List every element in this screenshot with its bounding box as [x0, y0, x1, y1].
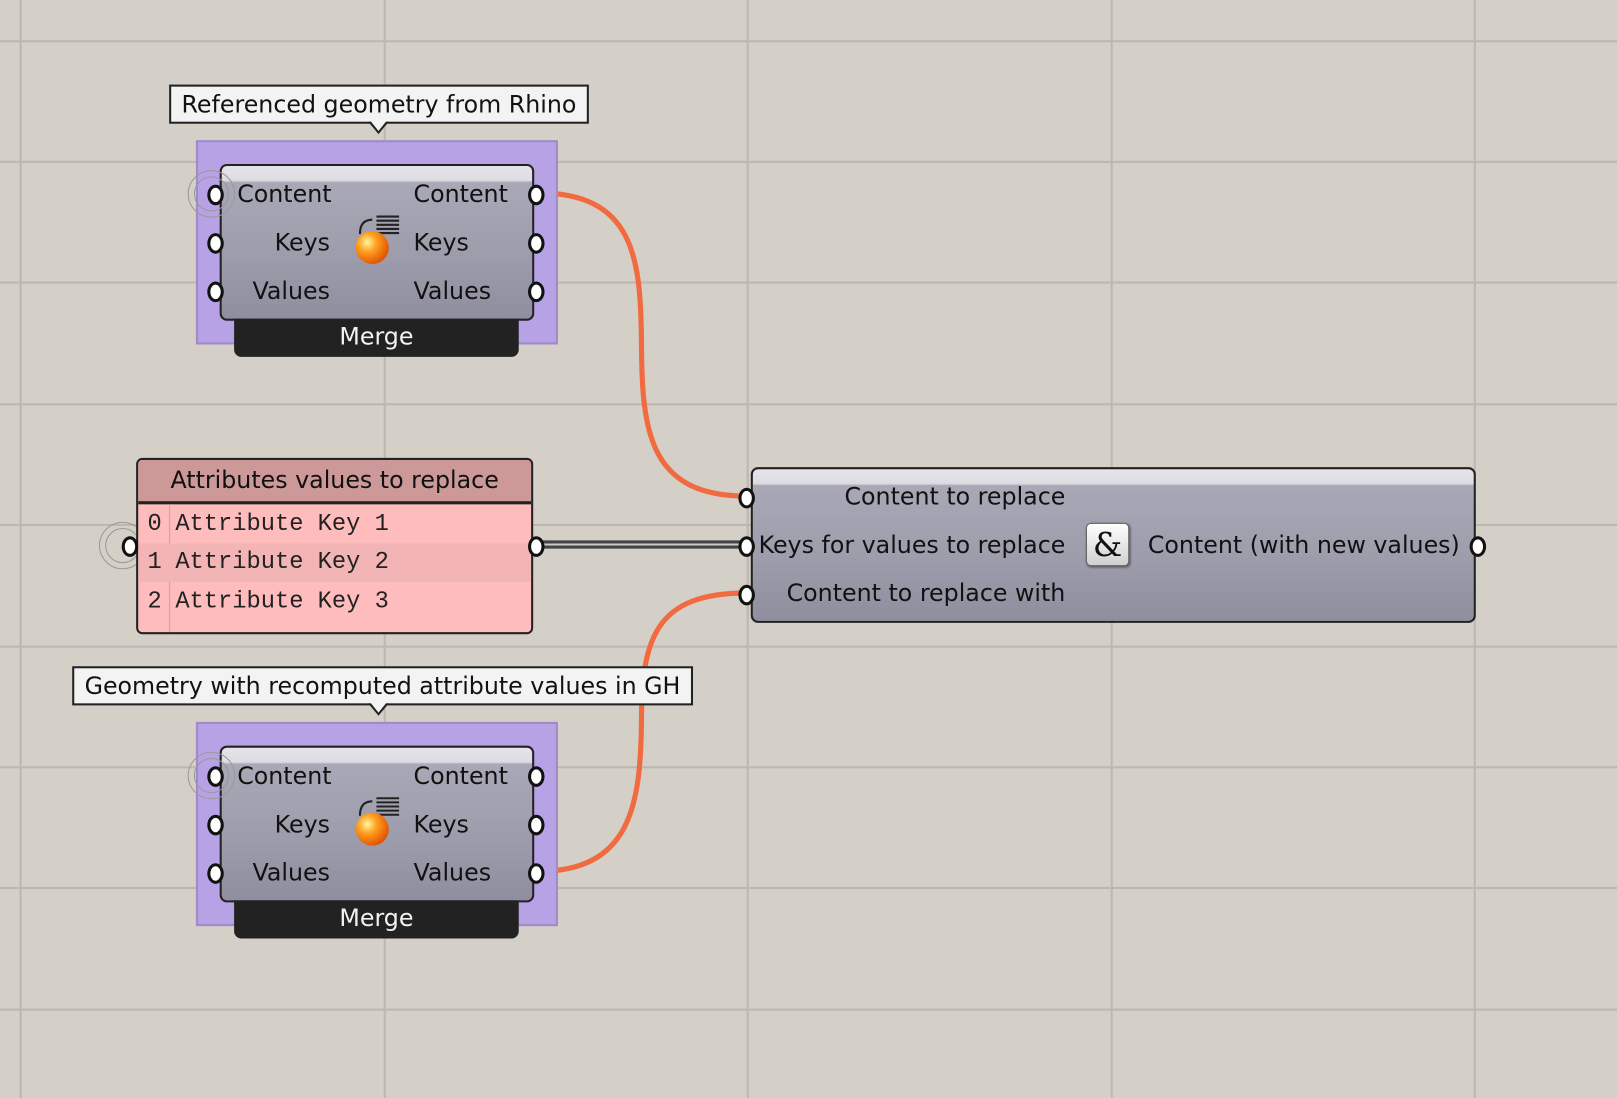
input-port-values[interactable] [207, 281, 224, 303]
grid-line [0, 403, 1617, 406]
input-port-keys[interactable] [207, 233, 224, 254]
output-port-content[interactable] [528, 766, 545, 787]
input-values-label: Values [252, 860, 331, 887]
output-content-label: Content [413, 763, 508, 790]
output-port-content[interactable] [528, 184, 545, 206]
input-content-label: Content [237, 181, 332, 209]
output-port-values[interactable] [528, 863, 545, 884]
tooltip-recomputed-geometry: Geometry with recomputed attribute value… [72, 666, 693, 716]
output-port-keys[interactable] [528, 233, 545, 254]
grid-line [0, 160, 1617, 163]
output-content-label: Content [413, 181, 508, 209]
merge-component-bottom[interactable]: Content Keys Values Content Keys Values [219, 745, 535, 903]
output-values-label: Values [413, 860, 492, 887]
input-port-content-to-replace-with[interactable] [738, 584, 755, 606]
row-index: 1 [147, 548, 162, 576]
row-value: Attribute Key 2 [175, 548, 389, 576]
input-content-to-replace-with-label: Content to replace with [786, 580, 1066, 608]
tooltip-referenced-geometry: Referenced geometry from Rhino [169, 84, 589, 135]
grid-line [19, 0, 22, 1098]
input-keys-label: Keys [274, 811, 331, 839]
input-port-content[interactable] [207, 184, 224, 206]
row-value: Attribute Key 1 [175, 510, 389, 538]
grid-line [0, 886, 1617, 889]
output-content-new-values-label: Content (with new values) [1147, 532, 1460, 559]
replace-content-component[interactable]: Content to replace Keys for values to re… [750, 467, 1476, 623]
grid-line [0, 645, 1617, 648]
row-index: 0 [147, 510, 162, 538]
input-port-content-to-replace[interactable] [738, 487, 755, 509]
grid-line [0, 766, 1617, 769]
input-keys-label: Keys [274, 229, 331, 257]
merge-component-top[interactable]: Content Keys Values Content Keys Values [219, 163, 535, 321]
merge-sphere-icon [355, 797, 400, 846]
wire-content[interactable] [537, 190, 747, 499]
input-values-label: Values [252, 278, 331, 306]
panel-row[interactable]: 1 Attribute Key 2 [138, 543, 532, 582]
panel-row[interactable]: 2 Attribute Key 3 [138, 583, 531, 621]
row-value: Attribute Key 3 [175, 587, 389, 615]
panel-title: Attributes values to replace [138, 459, 532, 505]
output-port-content[interactable] [1469, 536, 1487, 557]
input-content-to-replace-label: Content to replace [844, 483, 1066, 511]
output-keys-label: Keys [413, 811, 469, 839]
output-port-values[interactable] [528, 281, 545, 303]
input-port-values[interactable] [207, 863, 224, 884]
input-content-label: Content [237, 763, 332, 790]
grid-line [0, 281, 1617, 284]
merge-sphere-icon [355, 215, 400, 265]
grid-line [0, 40, 1617, 43]
output-values-label: Values [413, 278, 492, 306]
input-port-content[interactable] [207, 766, 224, 787]
wire-values[interactable] [537, 590, 747, 875]
panel-input-port[interactable] [121, 536, 139, 557]
panel-row[interactable]: 0 Attribute Key 1 [138, 505, 531, 543]
tooltip-text: Referenced geometry from Rhino [181, 91, 577, 119]
grid-line [0, 1008, 1617, 1011]
output-port-keys[interactable] [528, 814, 545, 836]
tooltip-text: Geometry with recomputed attribute value… [84, 673, 681, 701]
input-port-keys[interactable] [207, 814, 224, 836]
output-keys-label: Keys [413, 229, 469, 257]
row-index: 2 [147, 587, 162, 615]
input-port-keys[interactable] [738, 536, 755, 557]
panel-output-port[interactable] [528, 536, 545, 557]
input-keys-label: Keys for values to replace [758, 532, 1066, 559]
ampersand-icon: & [1085, 522, 1130, 567]
